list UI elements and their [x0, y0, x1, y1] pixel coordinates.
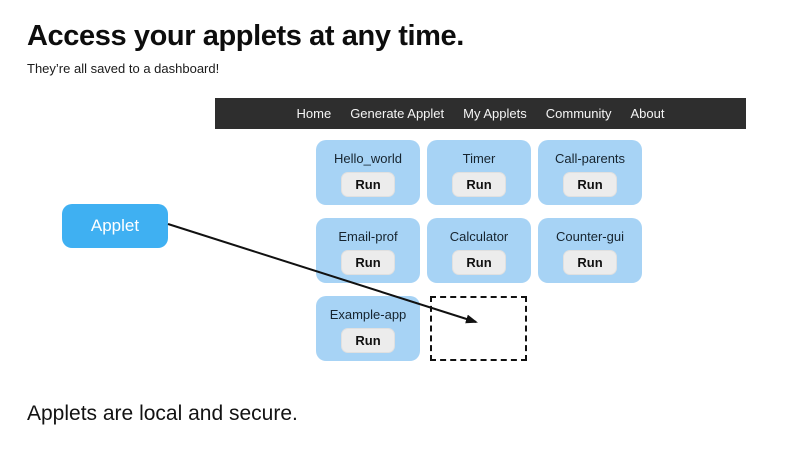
applet-card-title: Call-parents — [554, 150, 626, 166]
applet-card: Calculator Run — [427, 218, 531, 283]
page-title: Access your applets at any time. — [27, 20, 464, 52]
run-button[interactable]: Run — [563, 249, 617, 275]
nav-item-my-applets[interactable]: My Applets — [463, 106, 527, 121]
footer-text: Applets are local and secure. — [27, 402, 298, 425]
applet-card: Hello_world Run — [316, 140, 420, 205]
nav-item-generate-applet[interactable]: Generate Applet — [350, 106, 445, 121]
applet-card: Email-prof Run — [316, 218, 420, 283]
run-button[interactable]: Run — [452, 249, 506, 275]
applet-callout-button[interactable]: Applet — [62, 204, 168, 248]
applet-card: Call-parents Run — [538, 140, 642, 205]
applet-card-title: Calculator — [449, 228, 509, 244]
applet-grid: Hello_world Run Timer Run Call-parents R… — [316, 140, 642, 361]
navbar: Home Generate Applet My Applets Community Ab… — [215, 98, 746, 129]
applet-card-title: Example-app — [329, 306, 407, 322]
nav-item-community[interactable]: Community — [545, 106, 612, 121]
applet-card-title: Counter-gui — [556, 228, 624, 244]
run-button[interactable]: Run — [341, 171, 395, 197]
nav-item-home[interactable]: Home — [296, 106, 332, 121]
applet-card: Example-app Run — [316, 296, 420, 361]
applet-card-title: Hello_world — [334, 150, 402, 166]
page-subtitle: They’re all saved to a dashboard! — [27, 61, 220, 76]
run-button[interactable]: Run — [563, 171, 617, 197]
run-button[interactable]: Run — [452, 171, 506, 197]
applet-card: Timer Run — [427, 140, 531, 205]
applet-card-title: Email-prof — [338, 228, 398, 244]
empty-applet-slot — [430, 296, 527, 361]
run-button[interactable]: Run — [341, 327, 395, 353]
run-button[interactable]: Run — [341, 249, 395, 275]
applet-card-title: Timer — [462, 150, 496, 166]
applet-card: Counter-gui Run — [538, 218, 642, 283]
nav-item-about[interactable]: About — [630, 106, 665, 121]
